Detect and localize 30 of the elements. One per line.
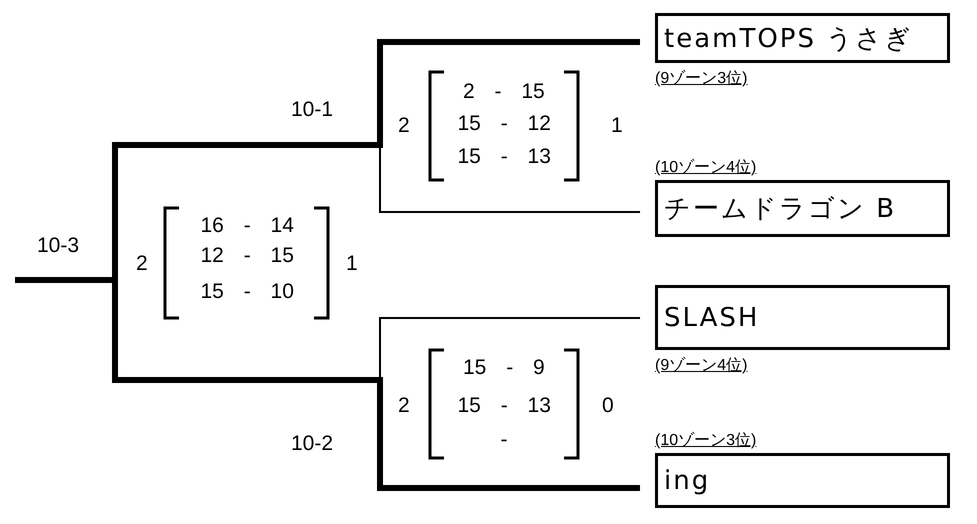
set-count: 0: [602, 394, 614, 418]
zone-rank-note: (10ゾーン4位): [655, 158, 756, 178]
team-box: [655, 180, 950, 237]
set-score: -: [500, 428, 508, 452]
set-score: 15 - 13: [458, 394, 551, 418]
set-count: 2: [136, 252, 148, 276]
team-name: ing: [664, 466, 710, 496]
set-count: 1: [611, 114, 623, 138]
set-score: 15 - 10: [200, 280, 294, 304]
team-name: チームドラゴン B: [664, 193, 896, 226]
set-score: 15 - 13: [458, 145, 551, 169]
set-score: 15 - 12: [458, 112, 551, 136]
set-count: 2: [398, 394, 410, 418]
set-score: 2 - 15: [463, 80, 545, 104]
set-score: 16 - 14: [200, 214, 294, 238]
match-number: 10-2: [291, 432, 334, 456]
team-box: [655, 13, 950, 63]
set-score: 15 - 9: [463, 356, 545, 380]
zone-rank-note: (9ゾーン3位): [655, 68, 748, 89]
set-count: 1: [346, 252, 358, 276]
team-name: teamTOPS うさぎ: [664, 22, 914, 56]
match-number: 10-1: [291, 98, 334, 122]
team-box: [655, 285, 950, 350]
set-score: 12 - 15: [200, 244, 294, 268]
set-count: 2: [398, 114, 410, 138]
zone-rank-note: (10ゾーン3位): [655, 430, 756, 451]
team-box: [655, 453, 950, 508]
team-name: SLASH: [664, 302, 760, 332]
zone-rank-note: (9ゾーン4位): [655, 356, 748, 376]
match-number: 10-3: [37, 234, 80, 258]
